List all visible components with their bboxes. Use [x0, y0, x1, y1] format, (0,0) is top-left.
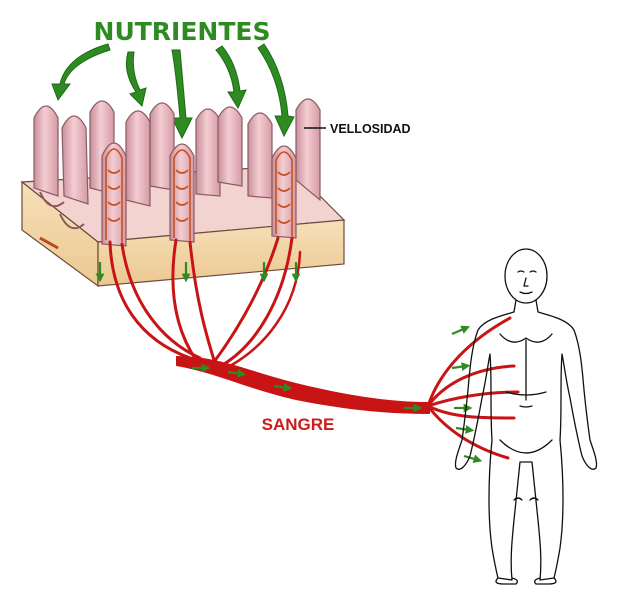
nutrients-title: NUTRIENTES	[94, 17, 271, 46]
blood-label: SANGRE	[262, 415, 335, 434]
head	[504, 248, 548, 304]
villus-cutaway	[101, 142, 127, 247]
curved-arrow-down-icon	[51, 43, 111, 102]
body-silhouette	[454, 299, 598, 581]
villus-cutaway	[271, 145, 297, 239]
blood-trunk	[176, 356, 430, 414]
villus	[195, 108, 221, 197]
villus-label: VELLOSIDAD	[304, 122, 411, 136]
crypt	[39, 191, 65, 208]
small-green-arrow-icon	[451, 362, 471, 371]
small-green-arrow-icon	[463, 454, 483, 464]
small-green-arrow-icon	[273, 383, 293, 392]
villus-cutaway	[169, 143, 195, 243]
crypt	[59, 213, 85, 230]
small-green-arrow-icon	[227, 369, 247, 378]
blood-vessels	[108, 236, 302, 368]
villus	[295, 98, 321, 202]
curved-arrow-down-icon	[125, 51, 147, 107]
curved-arrow-down-icon	[215, 45, 247, 110]
human-body-outline	[454, 248, 598, 585]
villus	[61, 115, 89, 205]
villus-capillaries	[105, 148, 293, 242]
nutrient-arrows	[51, 43, 295, 140]
curved-arrow-down-icon	[257, 43, 295, 138]
villus	[125, 110, 151, 207]
curved-arrow-down-icon	[171, 49, 193, 140]
villus-label-text: VELLOSIDAD	[330, 122, 411, 136]
small-green-arrow-icon	[451, 325, 471, 336]
villus	[149, 102, 175, 191]
villus	[247, 112, 273, 199]
villus	[217, 106, 243, 187]
villus	[33, 105, 59, 197]
villi	[33, 98, 321, 247]
